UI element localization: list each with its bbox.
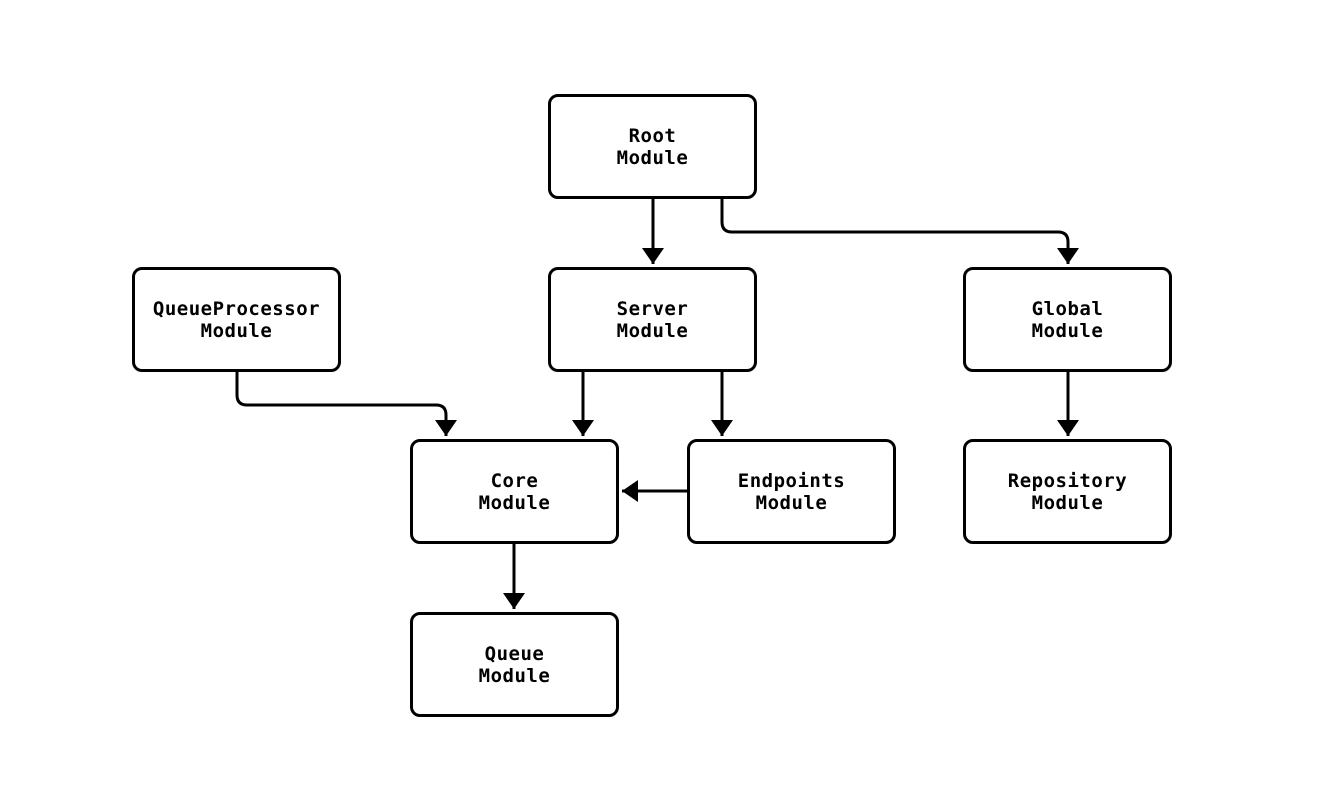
- node-endpoints-module: Endpoints Module: [687, 439, 896, 544]
- edge-queueprocessor-core: [235, 372, 457, 436]
- node-server-module-label: Server Module: [616, 297, 689, 342]
- node-root-module: Root Module: [548, 94, 757, 199]
- node-queueprocessor-module: QueueProcessor Module: [132, 267, 341, 372]
- node-server-module: Server Module: [548, 267, 757, 372]
- node-global-module: Global Module: [963, 267, 1172, 372]
- node-root-module-label: Root Module: [616, 124, 689, 169]
- node-repository-module: Repository Module: [963, 439, 1172, 544]
- node-queue-module-label: Queue Module: [478, 642, 551, 687]
- edge-root-global: [720, 199, 1079, 264]
- node-core-module-label: Core Module: [478, 469, 551, 514]
- node-core-module: Core Module: [410, 439, 619, 544]
- node-repository-module-label: Repository Module: [1007, 469, 1128, 514]
- node-endpoints-module-label: Endpoints Module: [737, 469, 846, 514]
- node-queueprocessor-module-label: QueueProcessor Module: [152, 297, 321, 342]
- node-global-module-label: Global Module: [1031, 297, 1104, 342]
- node-queue-module: Queue Module: [410, 612, 619, 717]
